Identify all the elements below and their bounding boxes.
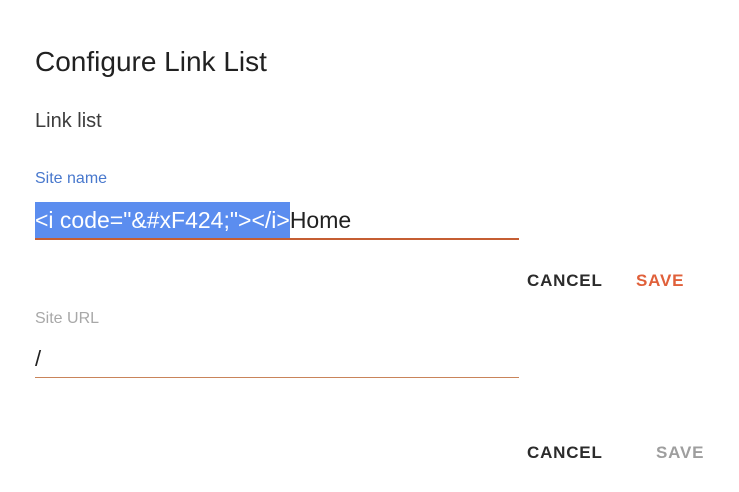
- site-name-unselected-text: Home: [289, 207, 352, 233]
- site-url-save-button[interactable]: SAVE: [656, 443, 705, 462]
- dialog-title: Configure Link List: [35, 45, 267, 77]
- site-url-input[interactable]: /: [35, 340, 519, 378]
- link-list-section-label: Link list: [35, 110, 102, 132]
- site-name-save-button[interactable]: SAVE: [636, 271, 685, 290]
- site-name-selected-text: <i code="&#xF424;"></i>: [35, 202, 290, 238]
- site-name-input[interactable]: <i code="&#xF424;"></i>Home: [35, 202, 519, 240]
- site-url-cancel-button[interactable]: CANCEL: [527, 443, 603, 462]
- site-name-cancel-button[interactable]: CANCEL: [527, 271, 603, 290]
- site-name-label: Site name: [35, 170, 108, 187]
- site-url-value: /: [35, 346, 42, 371]
- site-url-label: Site URL: [35, 310, 100, 327]
